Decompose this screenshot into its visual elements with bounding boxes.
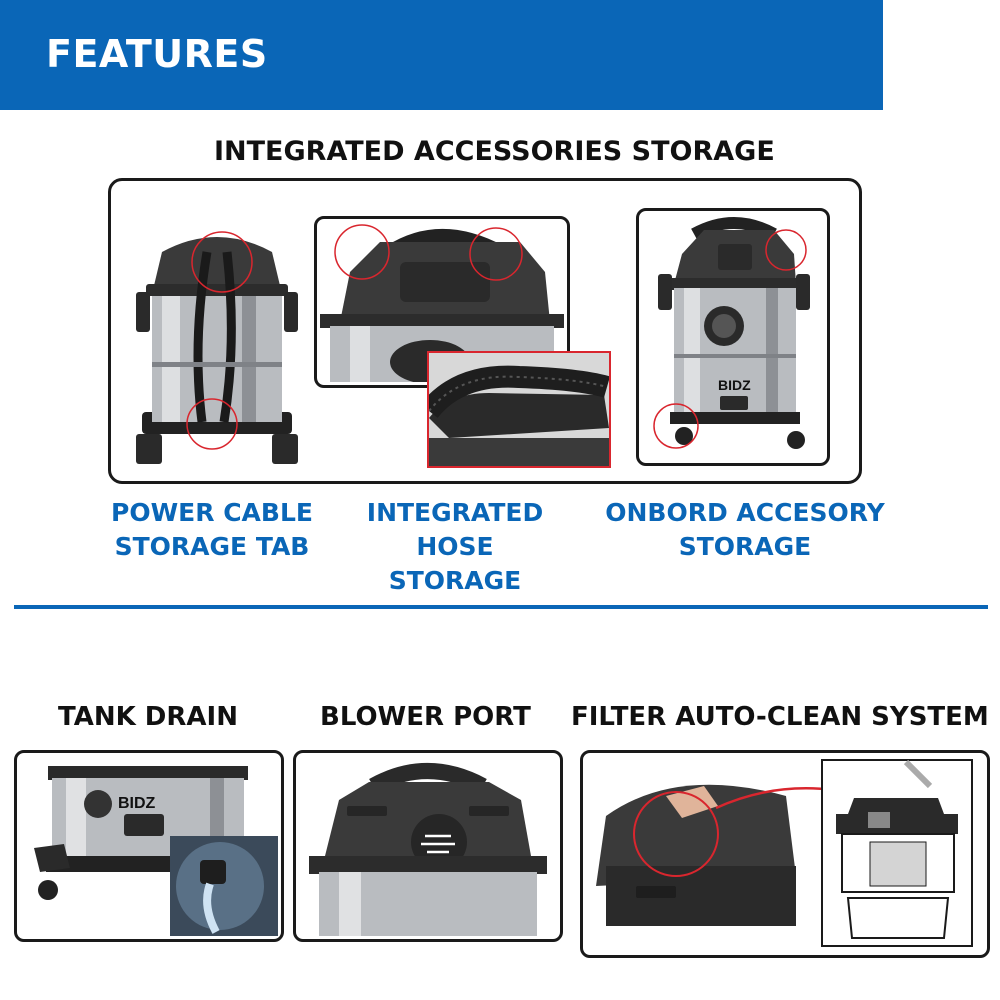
hose-inset-image: [429, 353, 609, 466]
caption-hose-storage-line1: INTEGRATED HOSE: [366, 498, 544, 561]
caption-hose-storage: INTEGRATED HOSE STORAGE: [324, 496, 586, 598]
section-divider: [14, 605, 988, 609]
blower-port-image: [309, 763, 547, 936]
caption-hose-storage-line2: STORAGE: [388, 566, 522, 595]
caption-onboard-storage-line2: STORAGE: [678, 532, 812, 561]
tank-drain-title: TANK DRAIN: [58, 702, 238, 732]
accessories-section-title: INTEGRATED ACCESSORIES STORAGE: [214, 136, 775, 167]
tank-drain-image: BIDZ: [34, 766, 278, 936]
caption-onboard-storage-line1: ONBORD ACCESORY: [605, 498, 885, 527]
blower-port-title: BLOWER PORT: [320, 702, 531, 732]
banner-title: FEATURES: [46, 32, 268, 76]
caption-onboard-storage: ONBORD ACCESORY STORAGE: [600, 496, 890, 564]
features-banner: FEATURES: [0, 0, 883, 110]
power-cable-vacuum-image: [136, 231, 298, 464]
wind-icon: [421, 834, 455, 854]
caption-power-cable-line2: STORAGE TAB: [114, 532, 310, 561]
filter-auto-clean-title: FILTER AUTO-CLEAN SYSTEM: [571, 702, 989, 732]
onboard-storage-vacuum-image: BIDZ: [653, 217, 810, 449]
caption-power-cable-line1: POWER CABLE: [111, 498, 313, 527]
bidz-logo-text-drain: BIDZ: [118, 795, 156, 812]
filter-auto-clean-image: [596, 759, 973, 947]
caption-power-cable: POWER CABLE STORAGE TAB: [100, 496, 324, 564]
hose-inset: [427, 351, 611, 468]
bidz-logo-text: BIDZ: [718, 377, 751, 393]
